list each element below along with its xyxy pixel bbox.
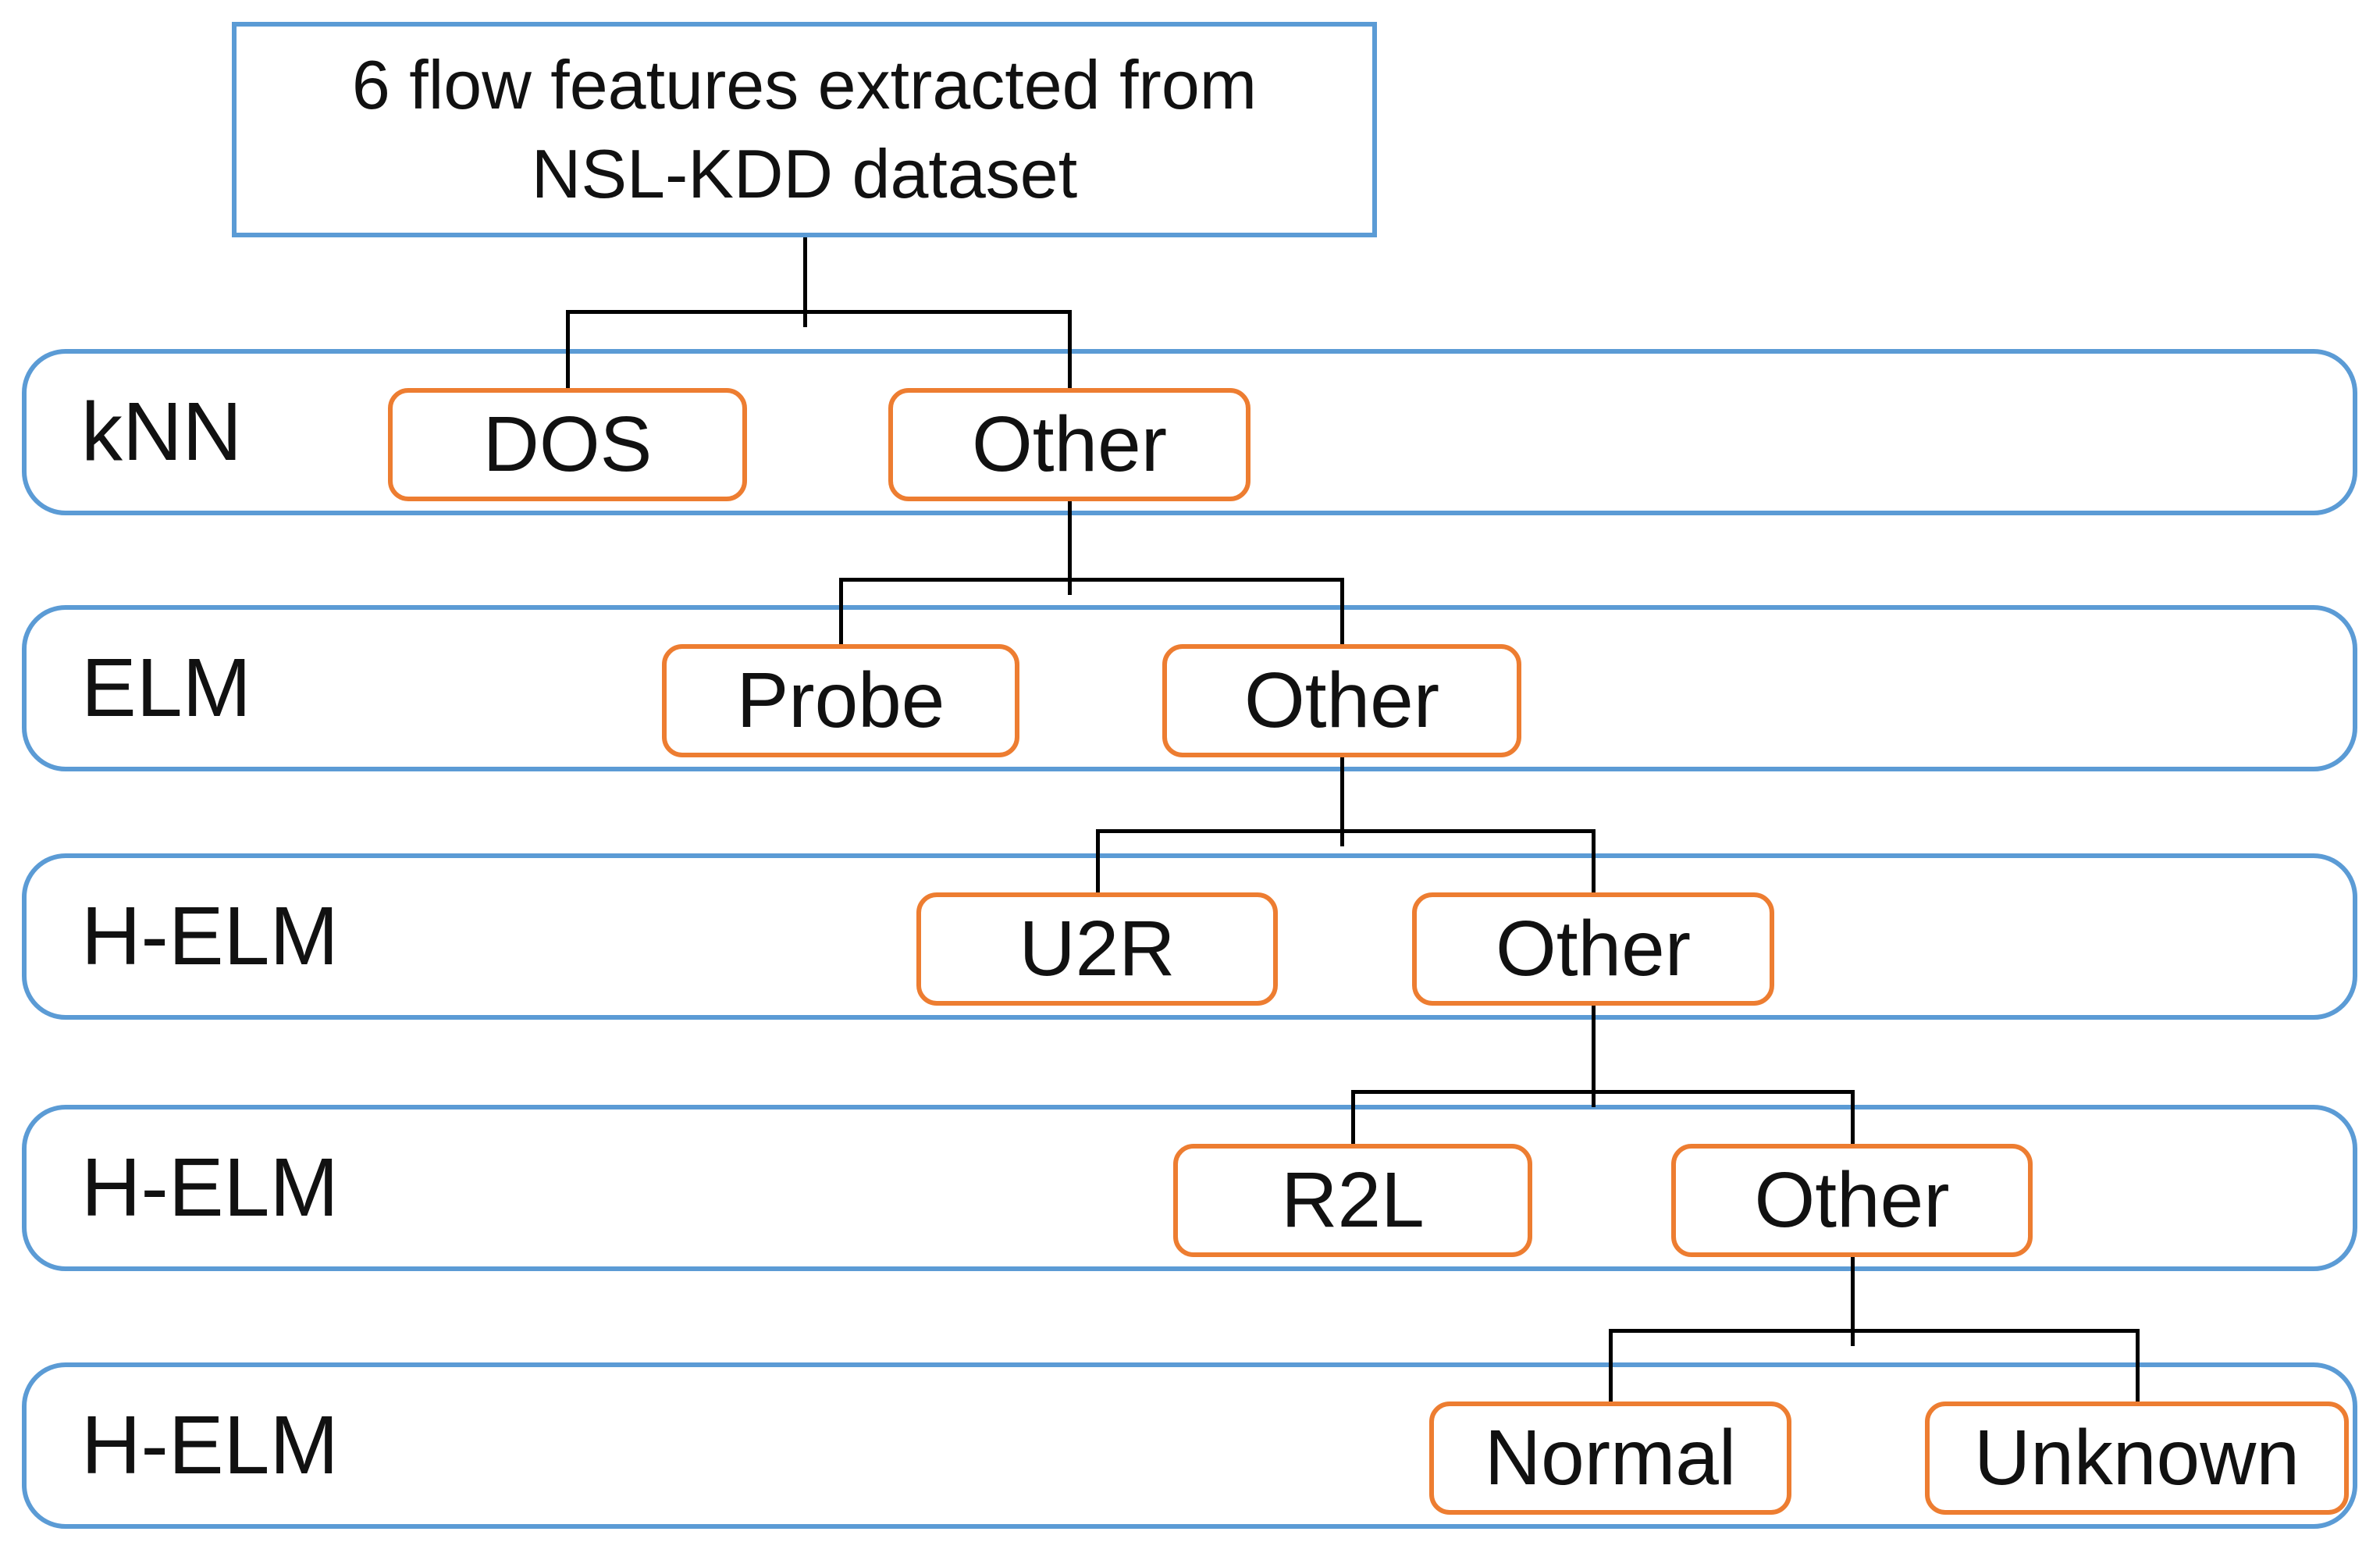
node-row3-other: Other — [1412, 892, 1774, 1006]
connector-stem-5 — [1850, 1255, 1855, 1346]
node-row2-other: Other — [1162, 644, 1521, 757]
root-dataset-label: 6 flow features extracted from NSL-KDD d… — [352, 41, 1257, 219]
connector-drop-right-2 — [1340, 578, 1344, 647]
classifier-label-row3: H-ELM — [81, 890, 339, 982]
node-row4-other: Other — [1671, 1144, 2033, 1257]
connector-bar-2 — [839, 578, 1344, 582]
connector-drop-left-3 — [1095, 829, 1100, 896]
connector-bar-4 — [1351, 1090, 1855, 1094]
connector-stem-2 — [1068, 500, 1072, 595]
connector-bar-3 — [1095, 829, 1596, 833]
connector-stem-1 — [803, 236, 807, 327]
root-dataset-label-line2: NSL-KDD dataset — [531, 135, 1078, 212]
node-row2-probe: Probe — [662, 644, 1019, 757]
classifier-label-row4: H-ELM — [81, 1142, 339, 1234]
root-dataset-label-line1: 6 flow features extracted from — [351, 45, 1258, 123]
classifier-label-row5: H-ELM — [81, 1399, 339, 1491]
connector-drop-right-1 — [1068, 310, 1072, 391]
connector-drop-right-5 — [2135, 1329, 2140, 1405]
node-row5-unknown: Unknown — [1925, 1402, 2349, 1515]
connector-drop-right-4 — [1850, 1090, 1855, 1147]
node-row4-r2l: R2L — [1173, 1144, 1532, 1257]
node-row3-u2r: U2R — [916, 892, 1278, 1006]
node-row1-dos: DOS — [388, 388, 747, 501]
connector-stem-4 — [1592, 1004, 1596, 1107]
root-dataset-box: 6 flow features extracted from NSL-KDD d… — [232, 22, 1377, 237]
connector-stem-3 — [1340, 756, 1344, 846]
classifier-label-row1: kNN — [81, 386, 243, 478]
classifier-label-row2: ELM — [81, 642, 251, 734]
connector-drop-left-5 — [1609, 1329, 1613, 1405]
connector-drop-left-2 — [839, 578, 843, 647]
connector-drop-left-4 — [1351, 1090, 1355, 1147]
connector-bar-1 — [566, 310, 1072, 314]
node-row5-normal: Normal — [1429, 1402, 1791, 1515]
connector-drop-right-3 — [1592, 829, 1596, 896]
connector-bar-5 — [1609, 1329, 2140, 1333]
node-row1-other: Other — [888, 388, 1250, 501]
connector-drop-left-1 — [566, 310, 570, 391]
